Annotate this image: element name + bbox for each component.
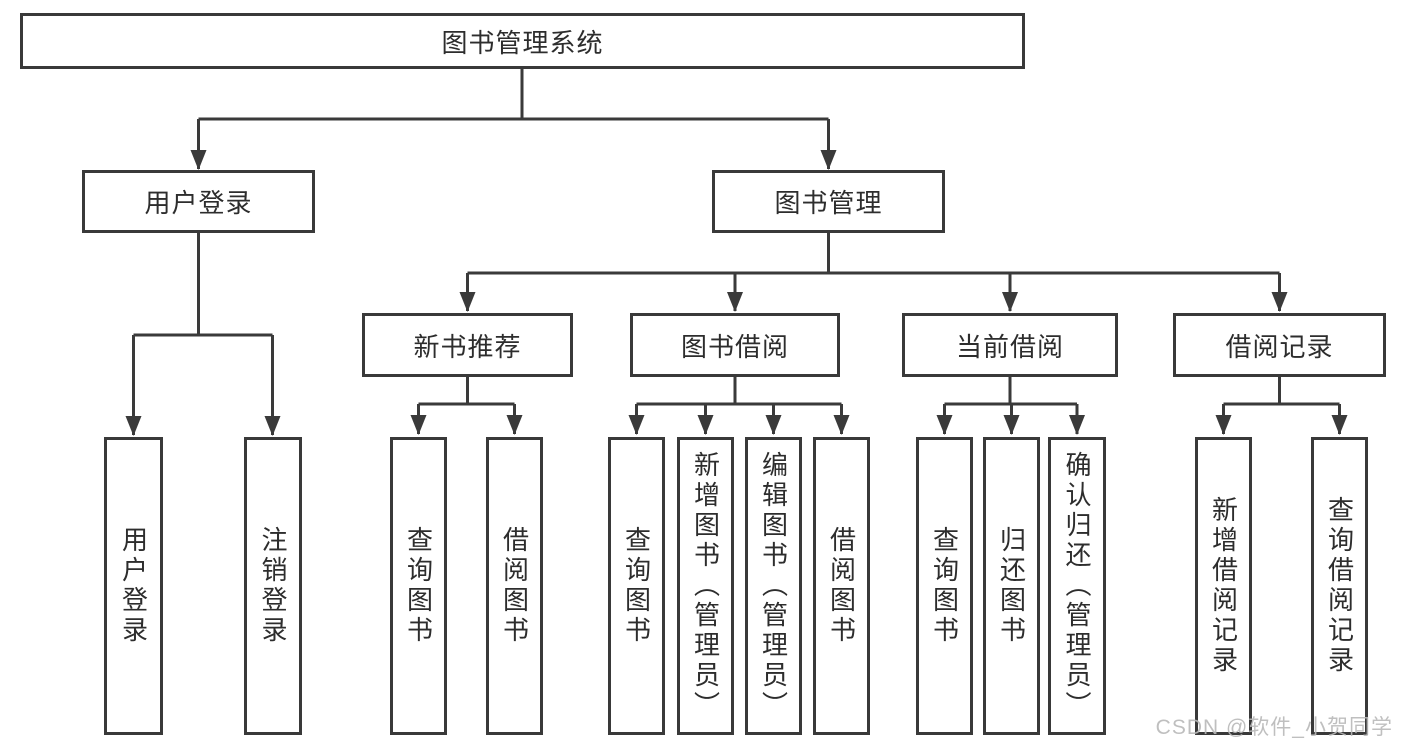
- leaf-borrow-books-1: 借阅图书: [486, 437, 543, 735]
- node-new-book-recommend-label: 新书推荐: [413, 331, 522, 362]
- leaf-query-books-3-label: 查询图书: [929, 526, 960, 646]
- leaf-borrow-books-1-label: 借阅图书: [499, 526, 530, 646]
- leaf-edit-book-admin: 编辑图书（管理员）: [745, 437, 802, 735]
- leaf-query-books-1: 查询图书: [390, 437, 447, 735]
- connector-currentborrow-to-leaves: [944, 377, 1077, 406]
- leaf-add-book-admin: 新增图书（管理员）: [677, 437, 734, 735]
- leaf-borrow-books-2: 借阅图书: [813, 437, 870, 735]
- node-borrow-records-label: 借阅记录: [1225, 331, 1334, 362]
- node-current-borrow-label: 当前借阅: [955, 331, 1064, 362]
- watermark: CSDN @软件_小贺同学: [1155, 716, 1393, 739]
- leaf-confirm-return-admin-label: 确认归还（管理员）: [1062, 451, 1092, 721]
- node-new-book-recommend: 新书推荐: [362, 313, 573, 377]
- leaf-confirm-return-admin: 确认归还（管理员）: [1048, 437, 1106, 735]
- connector-bookmgmt-to-level3: [467, 233, 1280, 275]
- leaf-return-book-label: 归还图书: [996, 526, 1027, 646]
- leaf-borrow-books-2-label: 借阅图书: [826, 526, 857, 646]
- leaf-add-borrow-record-label: 新增借阅记录: [1208, 496, 1239, 676]
- connector-bookborrow-to-leaves: [636, 377, 842, 406]
- leaf-query-books-2: 查询图书: [608, 437, 665, 735]
- leaf-query-books-3: 查询图书: [916, 437, 973, 735]
- node-user-login: 用户登录: [82, 170, 315, 233]
- node-book-borrow: 图书借阅: [630, 313, 840, 377]
- node-user-login-label: 用户登录: [144, 188, 253, 218]
- leaf-query-borrow-record-label: 查询借阅记录: [1324, 496, 1355, 676]
- connector-root-to-level2: [198, 69, 829, 121]
- leaf-add-book-admin-label: 新增图书（管理员）: [690, 451, 721, 721]
- leaf-user-login: 用户登录: [104, 437, 163, 735]
- leaf-return-book: 归还图书: [983, 437, 1040, 735]
- leaf-add-borrow-record: 新增借阅记录: [1195, 437, 1252, 735]
- connector-userlogin-to-leaves: [133, 233, 273, 337]
- leaf-query-books-2-label: 查询图书: [621, 526, 652, 646]
- node-borrow-records: 借阅记录: [1173, 313, 1386, 377]
- node-root: 图书管理系统: [20, 13, 1025, 69]
- node-book-management-label: 图书管理: [774, 188, 883, 218]
- connector-borrowrecords-to-leaves: [1223, 377, 1340, 406]
- leaf-query-books-1-label: 查询图书: [403, 526, 434, 646]
- leaf-logout-label: 注销登录: [258, 526, 288, 646]
- node-book-management: 图书管理: [712, 170, 945, 233]
- node-book-borrow-label: 图书借阅: [680, 331, 789, 362]
- leaf-user-login-label: 用户登录: [118, 526, 149, 646]
- node-current-borrow: 当前借阅: [902, 313, 1118, 377]
- connector-newbook-to-leaves: [418, 377, 515, 406]
- leaf-logout: 注销登录: [244, 437, 302, 735]
- leaf-query-borrow-record: 查询借阅记录: [1311, 437, 1368, 735]
- leaf-edit-book-admin-label: 编辑图书（管理员）: [758, 451, 789, 721]
- node-root-label: 图书管理系统: [441, 27, 604, 58]
